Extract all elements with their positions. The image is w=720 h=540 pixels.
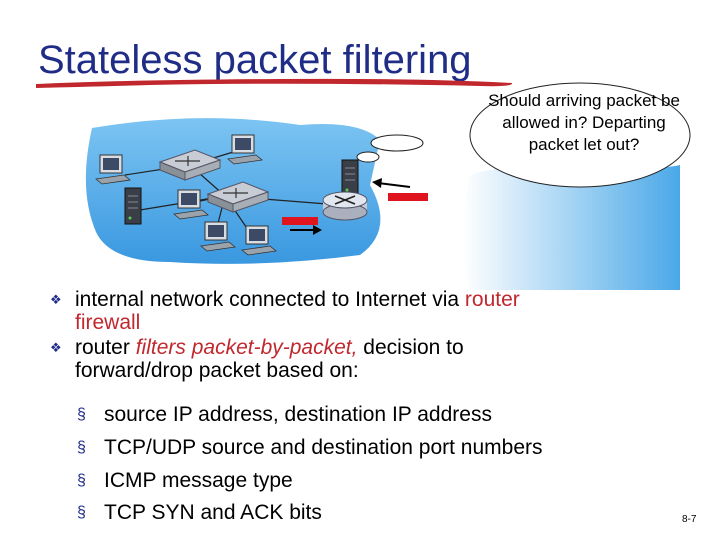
square-bullet-icon: § [77, 504, 86, 521]
bullet-text: forward/drop packet based on: [75, 359, 359, 382]
host-computer-icon [227, 134, 263, 165]
packet-icon [388, 193, 428, 201]
host-computer-icon [173, 189, 209, 220]
bullet-text: router [75, 336, 136, 359]
host-computer-icon [241, 225, 277, 256]
host-computer-icon [95, 154, 131, 185]
packet-icon [282, 217, 318, 225]
server-icon [341, 159, 359, 197]
square-bullet-icon: § [77, 439, 86, 456]
bullet-highlight: router [464, 288, 520, 311]
outgoing-arrow-icon [290, 225, 322, 235]
square-bullet-icon: § [77, 472, 86, 489]
router-icon [322, 191, 368, 221]
incoming-arrow-icon [372, 178, 411, 188]
bullet-text: decision to [357, 336, 464, 359]
host-computer-icon [200, 221, 236, 252]
bullet-highlight: firewall [75, 311, 141, 334]
thought-bubble [356, 82, 691, 188]
page-number: 8-7 [682, 514, 697, 525]
square-bullet-icon: § [77, 406, 86, 423]
slide-title: Stateless packet filtering [38, 38, 472, 82]
switch-icon [158, 149, 222, 181]
callout-text: Should arriving packet be allowed in? De… [488, 91, 680, 154]
bullet-text: internal network connected to Internet v… [75, 288, 465, 311]
internet-cloud [462, 163, 680, 290]
switch-icon [206, 181, 270, 213]
bullet-highlight: filters packet-by-packet, [135, 336, 358, 359]
diamond-bullet-icon: ❖ [50, 292, 62, 307]
server-icon [124, 187, 142, 225]
diamond-bullet-icon: ❖ [50, 340, 62, 355]
